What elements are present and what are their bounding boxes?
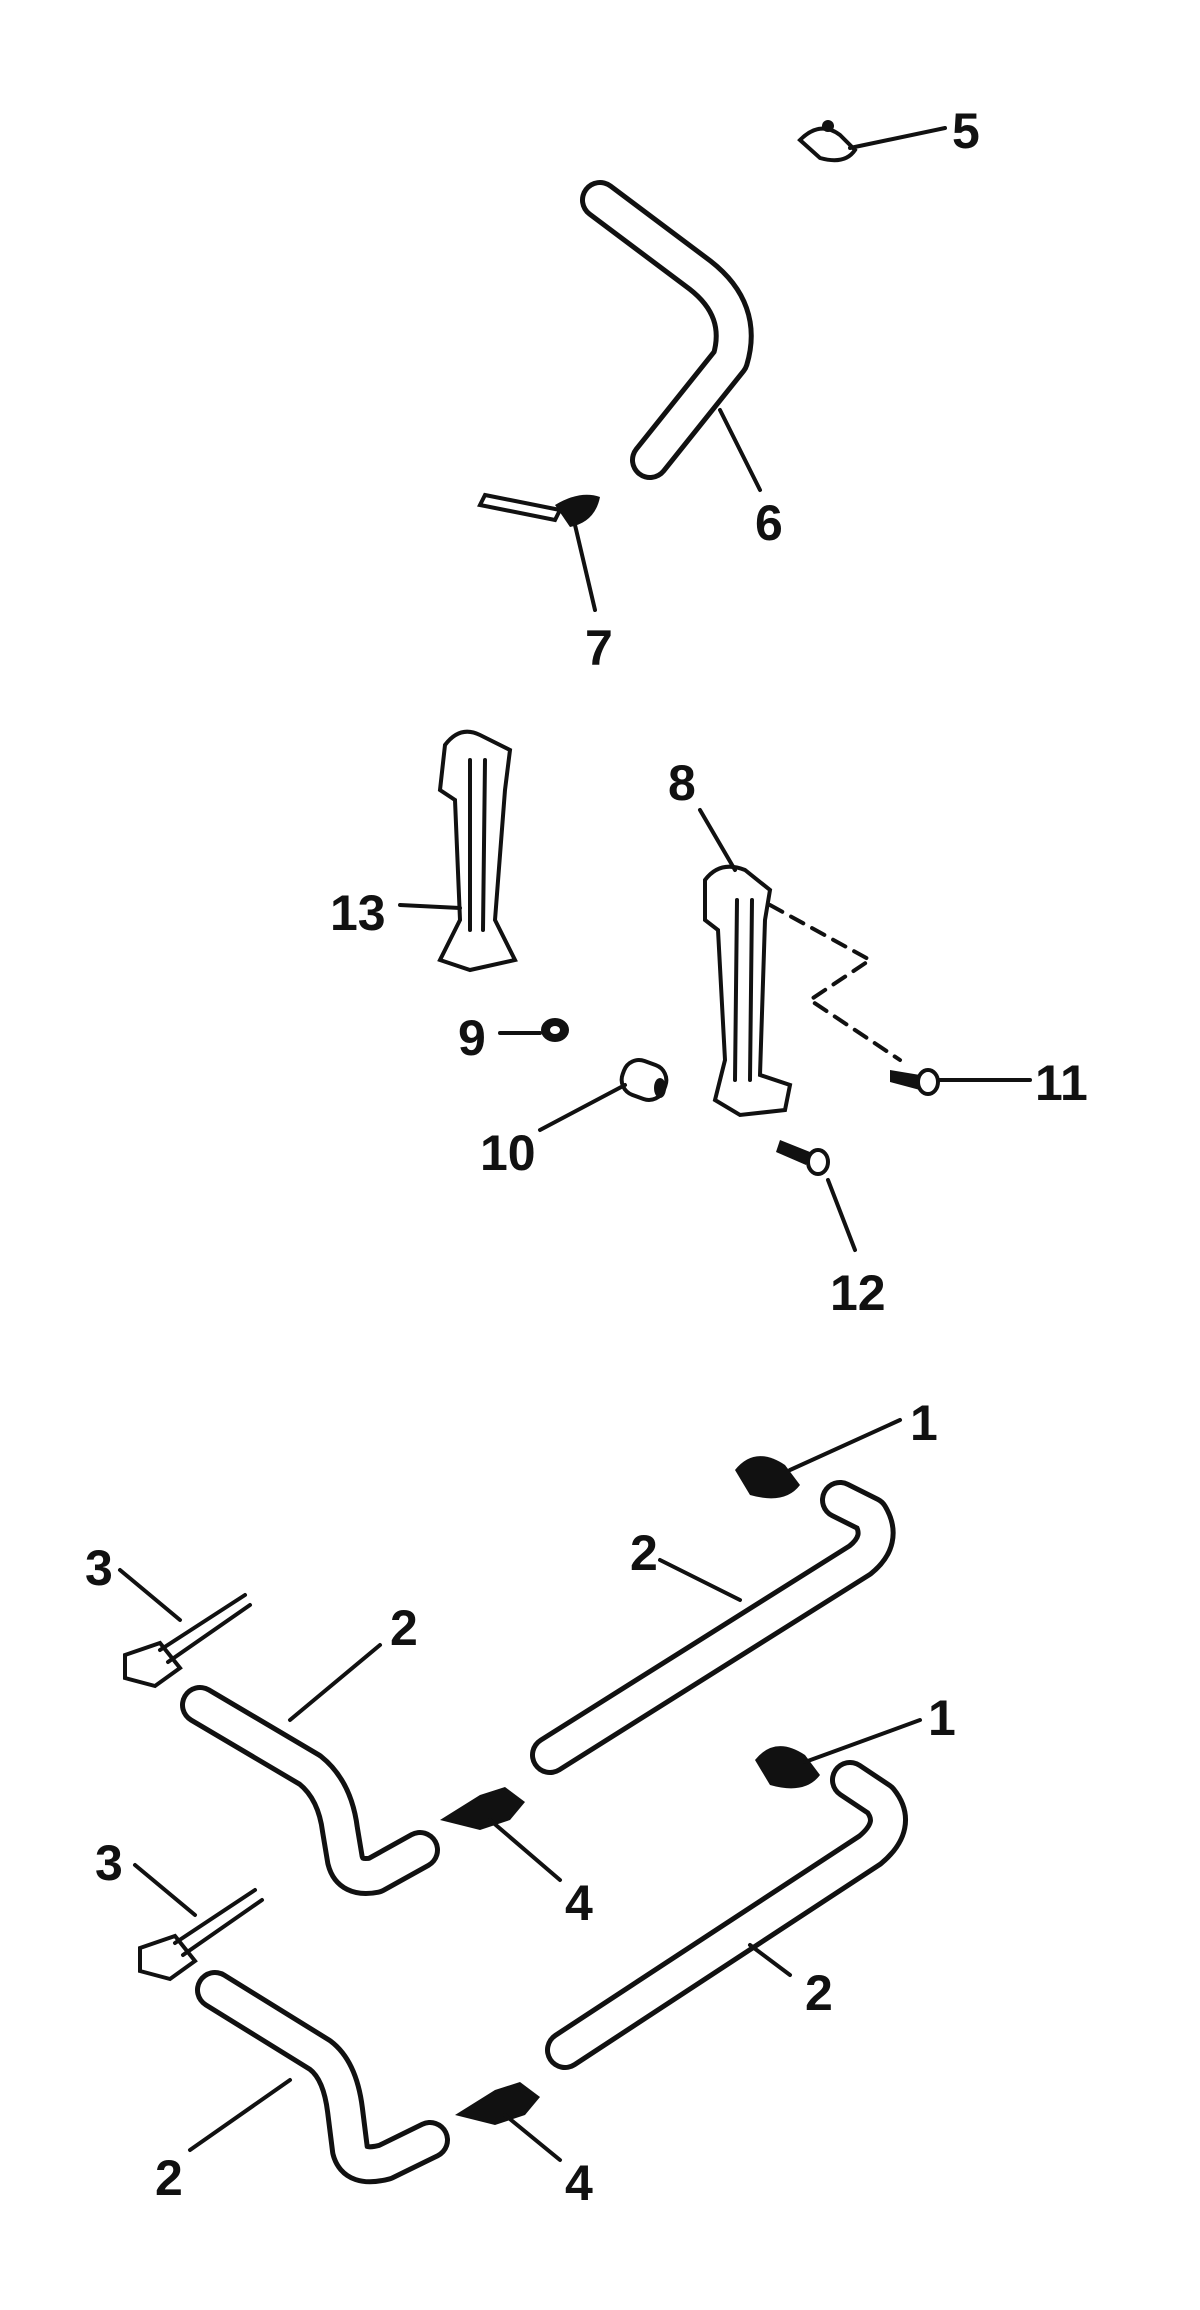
- callout-2-lower-left: 2: [155, 2150, 183, 2206]
- part-6-hose: [580, 180, 754, 480]
- part-1-fitting-upper: [735, 1456, 800, 1499]
- callout-7: 7: [585, 620, 613, 676]
- part-7-tee-fitting: [477, 492, 600, 527]
- part-5-fitting: [797, 120, 858, 163]
- part-3-fitting-upper: [123, 1593, 252, 1689]
- leader-3a: [118, 1568, 182, 1622]
- callout-12: 12: [830, 1265, 886, 1321]
- part-4-connector-lower: [455, 2082, 540, 2125]
- callout-6: 6: [755, 495, 783, 551]
- part-4-connector-upper: [440, 1787, 525, 1830]
- callout-13: 13: [330, 885, 386, 941]
- leader-7: [573, 523, 597, 612]
- leader-3b: [133, 1863, 197, 1917]
- part-3-fitting-lower: [138, 1888, 264, 1982]
- part-11-screw: [890, 1068, 940, 1096]
- callout-4-lower: 4: [565, 2155, 593, 2211]
- leader-8: [698, 808, 737, 872]
- callout-9: 9: [458, 1010, 486, 1066]
- leader-2b: [288, 1643, 382, 1722]
- leader-2a: [658, 1558, 742, 1602]
- callout-4-upper: 4: [565, 1875, 593, 1931]
- leader-6: [718, 408, 762, 492]
- part-13-bracket: [437, 729, 518, 973]
- leader-4a: [488, 1818, 562, 1882]
- leader-10: [538, 1083, 627, 1132]
- leader-4b: [503, 2113, 562, 2162]
- callout-2-lower-right: 2: [805, 1965, 833, 2021]
- leader-1a: [788, 1418, 902, 1472]
- leader-2c: [748, 1943, 792, 1977]
- callout-8: 8: [668, 755, 696, 811]
- upper-hose-right: [530, 1480, 896, 1775]
- callout-2-upper-left: 2: [390, 1600, 418, 1656]
- lower-hose-right: [545, 1760, 908, 2070]
- callout-3-upper: 3: [85, 1540, 113, 1596]
- leader-1b: [803, 1718, 922, 1764]
- upper-hose-left: [180, 1685, 440, 1896]
- part-12-screw: [776, 1140, 830, 1176]
- part-9-washer: [541, 1018, 569, 1042]
- part-1-fitting-lower: [755, 1746, 820, 1789]
- leader-13: [398, 903, 462, 910]
- part-8-bracket: [703, 864, 793, 1118]
- leader-2d: [188, 2078, 292, 2152]
- callout-10: 10: [480, 1125, 536, 1181]
- callout-11: 11: [1035, 1055, 1088, 1111]
- callout-1-upper: 1: [910, 1395, 938, 1451]
- callout-2-upper-right: 2: [630, 1525, 658, 1581]
- leader-8-dash: [768, 903, 902, 1062]
- leader-5: [848, 126, 947, 150]
- lower-hose-left: [195, 1970, 450, 2185]
- leader-12: [826, 1178, 857, 1252]
- part-10-spacer: [619, 1058, 669, 1102]
- callout-3-lower: 3: [95, 1835, 123, 1891]
- callout-1-lower: 1: [928, 1690, 956, 1746]
- callout-5: 5: [952, 103, 980, 159]
